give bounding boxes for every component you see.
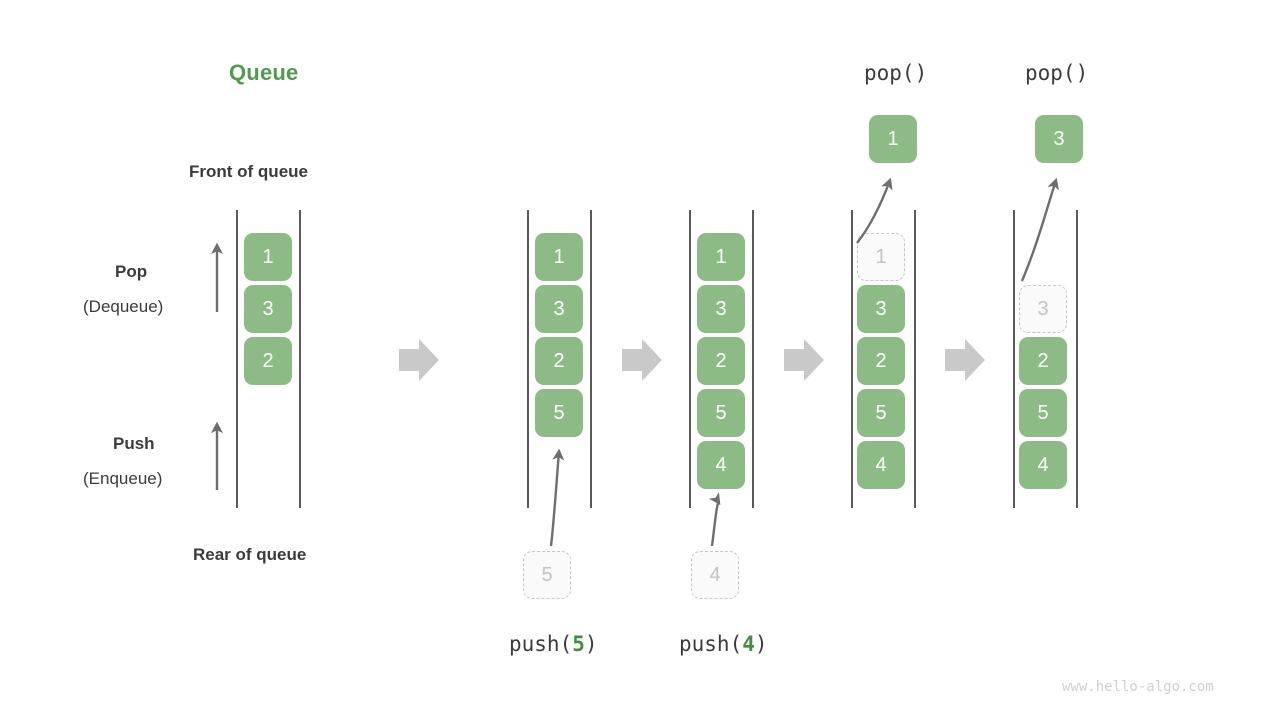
step-arrow (399, 339, 439, 381)
queue-item: 3 (697, 285, 745, 333)
queue-item-new: 4 (697, 441, 745, 489)
queue-item: 3 (535, 285, 583, 333)
step-arrow (622, 339, 662, 381)
queue-rail-right-initial (299, 210, 301, 508)
queue-rail-left-pop3 (1013, 210, 1015, 508)
queue-rail-left-initial (236, 210, 238, 508)
watermark: www.hello-algo.com (1062, 679, 1214, 695)
queue-item: 4 (1019, 441, 1067, 489)
queue-rail-left-push4 (689, 210, 691, 508)
queue-item: 3 (857, 285, 905, 333)
stage-caption-push4: push(4) (679, 632, 768, 656)
incoming-element-ghost: 4 (691, 551, 739, 599)
queue-rail-right-push4 (752, 210, 754, 508)
incoming-element-ghost: 5 (523, 551, 571, 599)
enqueue-arrow-4 (708, 492, 721, 547)
queue-item: 3 (244, 285, 292, 333)
caption-fn: push (509, 632, 560, 656)
rear-of-queue-label: Rear of queue (193, 545, 307, 564)
step-arrow (945, 339, 985, 381)
queue-item-ghost: 1 (857, 233, 905, 281)
popped-element: 3 (1035, 115, 1083, 163)
queue-item-ghost: 3 (1019, 285, 1067, 333)
queue-rail-left-pop1 (851, 210, 853, 508)
push-sublabel: (Enqueue) (83, 469, 163, 488)
queue-rail-left-push5 (527, 210, 529, 508)
caption-fn: push (679, 632, 730, 656)
queue-item: 2 (697, 337, 745, 385)
stage-op-label-pop3: pop() (1025, 61, 1089, 85)
queue-item: 4 (857, 441, 905, 489)
queue-rail-right-pop1 (914, 210, 916, 508)
queue-item: 1 (697, 233, 745, 281)
enqueue-arrow-5 (549, 448, 565, 547)
dequeue-arrow-3 (1020, 177, 1060, 282)
page-title: Queue (229, 60, 299, 85)
pop-sublabel: (Dequeue) (83, 297, 164, 316)
front-of-queue-label: Front of queue (189, 162, 308, 181)
stage-caption-push5: push(5) (509, 632, 598, 656)
queue-item: 5 (857, 389, 905, 437)
queue-rail-right-pop3 (1076, 210, 1078, 508)
pop-label: Pop (115, 262, 148, 281)
queue-item-new: 5 (535, 389, 583, 437)
caption-arg: 5 (572, 632, 585, 656)
popped-element: 1 (869, 115, 917, 163)
step-arrow (784, 339, 824, 381)
queue-item: 1 (244, 233, 292, 281)
queue-item: 1 (535, 233, 583, 281)
caption-arg: 4 (742, 632, 755, 656)
queue-item: 2 (857, 337, 905, 385)
queue-item: 5 (697, 389, 745, 437)
queue-item: 2 (1019, 337, 1067, 385)
stage-op-label-pop1: pop() (864, 61, 928, 85)
queue-item: 2 (535, 337, 583, 385)
queue-item: 5 (1019, 389, 1067, 437)
queue-rail-right-push5 (590, 210, 592, 508)
push-label: Push (113, 434, 155, 453)
queue-item: 2 (244, 337, 292, 385)
